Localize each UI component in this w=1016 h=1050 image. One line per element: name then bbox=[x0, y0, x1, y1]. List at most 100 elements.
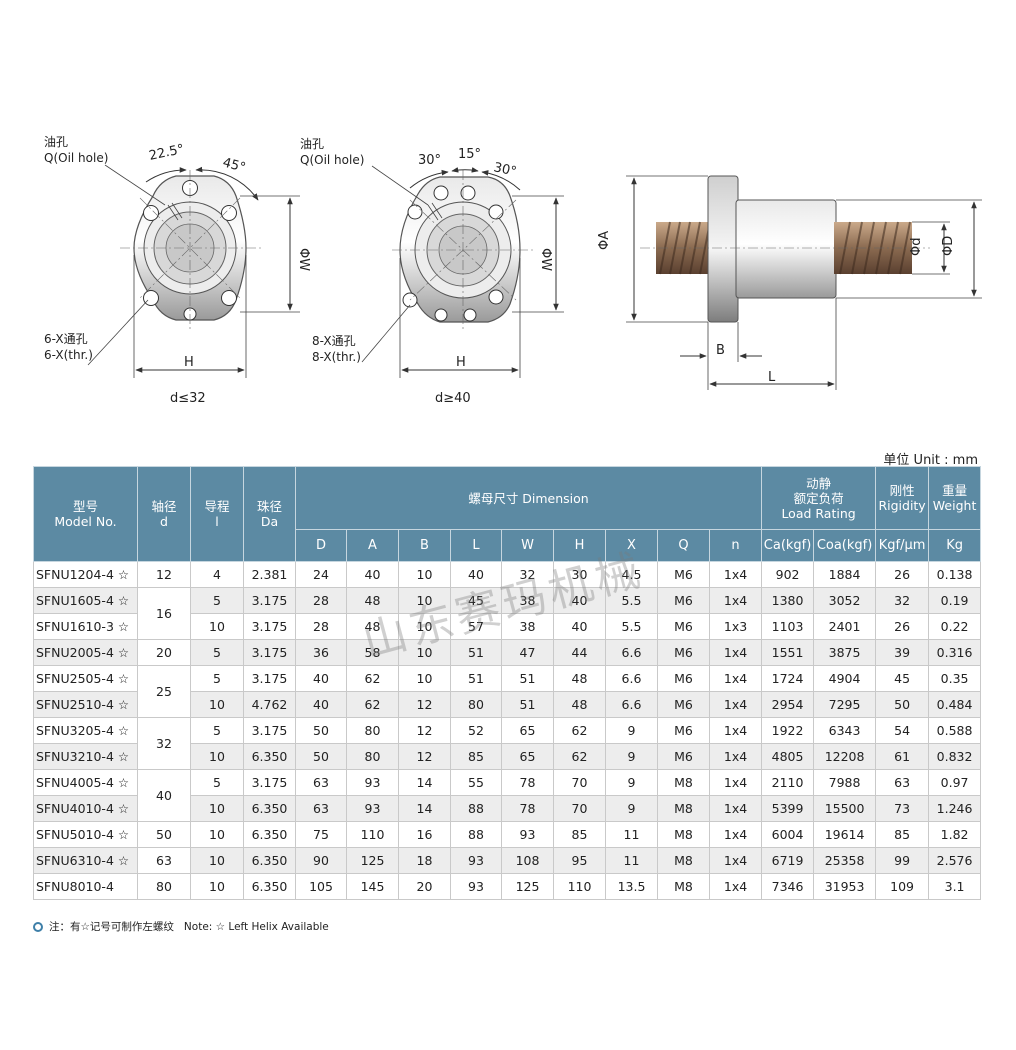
shaft-cell: 32 bbox=[137, 717, 191, 770]
front-view-6-hole: 油孔 Q(Oil hole) 22.5° 45° 6-X通孔 6-X(thr.)… bbox=[44, 135, 311, 406]
cell-A: 93 bbox=[346, 795, 399, 822]
subheader: H bbox=[553, 529, 606, 562]
cell-lead: 10 bbox=[190, 821, 244, 848]
cell-ball: 6.350 bbox=[243, 847, 296, 874]
angle-label: 15° bbox=[458, 147, 481, 162]
cell-W: 65 bbox=[501, 743, 554, 770]
cell-H: 62 bbox=[553, 743, 606, 770]
cell-X: 6.6 bbox=[605, 691, 658, 718]
cell-A: 58 bbox=[346, 639, 399, 666]
cell-A: 145 bbox=[346, 873, 399, 900]
cell-kg: 1.246 bbox=[928, 795, 982, 822]
cell-rig: 54 bbox=[875, 717, 930, 744]
mounting-hole bbox=[460, 185, 476, 201]
dim-a-label: ΦA bbox=[597, 231, 612, 250]
mounting-hole bbox=[221, 290, 237, 306]
cell-ca: 1922 bbox=[761, 717, 815, 744]
model-cell: SFNU2505-4 ☆ bbox=[33, 665, 138, 692]
cell-rig: 61 bbox=[875, 743, 930, 770]
model-cell: SFNU3205-4 ☆ bbox=[33, 717, 138, 744]
cell-rig: 50 bbox=[875, 691, 930, 718]
mounting-hole bbox=[488, 289, 504, 305]
header-dimension: 螺母尺寸 Dimension bbox=[294, 466, 763, 530]
cell-A: 62 bbox=[346, 665, 399, 692]
cell-kg: 1.82 bbox=[928, 821, 982, 848]
model-cell: SFNU6310-4 ☆ bbox=[33, 847, 138, 874]
cell-H: 70 bbox=[553, 769, 606, 796]
cell-X: 6.6 bbox=[605, 665, 658, 692]
cell-W: 78 bbox=[501, 795, 554, 822]
cell-B: 12 bbox=[398, 717, 451, 744]
subheader: L bbox=[450, 529, 502, 562]
cell-n: 1x3 bbox=[708, 613, 763, 640]
cell-ca: 5399 bbox=[761, 795, 815, 822]
cell-n: 1x4 bbox=[708, 587, 763, 614]
cell-Q: M6 bbox=[657, 561, 710, 588]
mounting-hole bbox=[433, 185, 449, 201]
dim-w-label: ΦW bbox=[296, 248, 311, 271]
cell-lead: 5 bbox=[190, 665, 244, 692]
cell-Q: M8 bbox=[657, 769, 710, 796]
cell-ca: 2954 bbox=[761, 691, 815, 718]
model-cell: SFNU3210-4 ☆ bbox=[33, 743, 138, 770]
cell-W: 38 bbox=[501, 613, 554, 640]
cell-coa: 4904 bbox=[813, 665, 877, 692]
cell-L: 57 bbox=[450, 613, 502, 640]
cell-lead: 10 bbox=[190, 873, 244, 900]
cell-ca: 6004 bbox=[761, 821, 815, 848]
cell-L: 93 bbox=[450, 873, 502, 900]
cell-W: 125 bbox=[501, 873, 554, 900]
cell-coa: 7988 bbox=[813, 769, 877, 796]
cell-ball: 6.350 bbox=[243, 743, 296, 770]
cell-B: 10 bbox=[398, 665, 451, 692]
model-cell: SFNU1610-3 ☆ bbox=[33, 613, 138, 640]
subheader: Q bbox=[657, 529, 710, 562]
cell-kg: 0.138 bbox=[928, 561, 982, 588]
cell-B: 14 bbox=[398, 795, 451, 822]
cell-B: 10 bbox=[398, 639, 451, 666]
cell-kg: 0.97 bbox=[928, 769, 982, 796]
mounting-hole bbox=[143, 205, 159, 221]
cell-n: 1x4 bbox=[708, 717, 763, 744]
cell-ball: 3.175 bbox=[243, 665, 296, 692]
cell-X: 4.5 bbox=[605, 561, 658, 588]
subheader: Kg bbox=[928, 529, 982, 562]
cell-L: 93 bbox=[450, 847, 502, 874]
subheader: n bbox=[708, 529, 763, 562]
cell-B: 16 bbox=[398, 821, 451, 848]
shaft-cell: 20 bbox=[137, 639, 191, 666]
mounting-hole bbox=[488, 204, 504, 220]
cell-A: 80 bbox=[346, 717, 399, 744]
cell-W: 51 bbox=[501, 691, 554, 718]
subheader: W bbox=[501, 529, 554, 562]
cell-X: 11 bbox=[605, 821, 658, 848]
cell-B: 12 bbox=[398, 743, 451, 770]
cell-B: 10 bbox=[398, 587, 451, 614]
cell-W: 93 bbox=[501, 821, 554, 848]
cell-ca: 1380 bbox=[761, 587, 815, 614]
mounting-hole bbox=[434, 308, 448, 322]
mounting-hole bbox=[143, 290, 159, 306]
subheader: Kgf/μm bbox=[875, 529, 930, 562]
cell-D: 24 bbox=[295, 561, 347, 588]
cell-n: 1x4 bbox=[708, 743, 763, 770]
cell-B: 10 bbox=[398, 561, 451, 588]
cell-L: 88 bbox=[450, 795, 502, 822]
cell-kg: 2.576 bbox=[928, 847, 982, 874]
cell-kg: 0.19 bbox=[928, 587, 982, 614]
cell-D: 40 bbox=[295, 691, 347, 718]
angle-label: 45° bbox=[221, 155, 247, 175]
cell-A: 110 bbox=[346, 821, 399, 848]
front-view-8-hole: 油孔 Q(Oil hole) 30° 15° 30° 8-X通孔 8-X(thr… bbox=[300, 137, 564, 406]
angle-label: 22.5° bbox=[148, 142, 186, 164]
